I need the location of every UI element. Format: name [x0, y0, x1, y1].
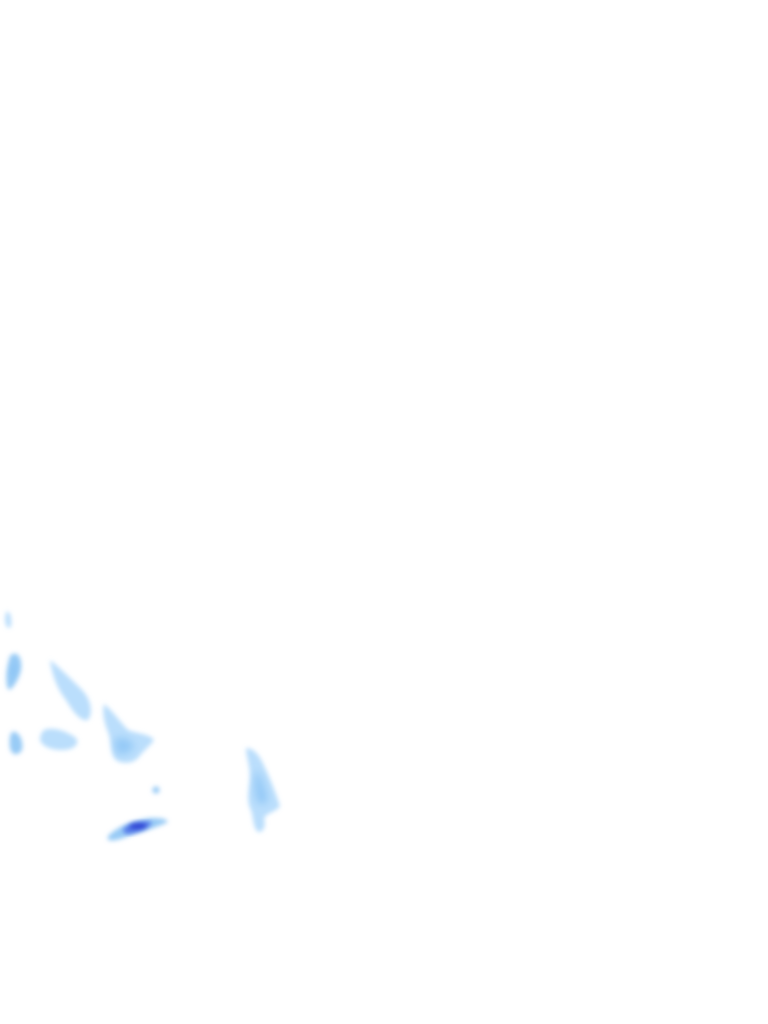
- precip-core-left: [10, 662, 17, 679]
- precip-cell-dot: [152, 786, 160, 794]
- precip-cell-diagonal-band: [50, 660, 91, 721]
- precip-core-band: [254, 770, 268, 805]
- precip-core-intense-center: [129, 822, 147, 830]
- precip-cell-sliver: [5, 611, 12, 628]
- precip-core-central: [114, 737, 134, 755]
- precip-cell-central-cluster: [103, 704, 154, 763]
- precip-cell-lower-left: [9, 731, 23, 755]
- precip-cell-oval: [40, 728, 78, 750]
